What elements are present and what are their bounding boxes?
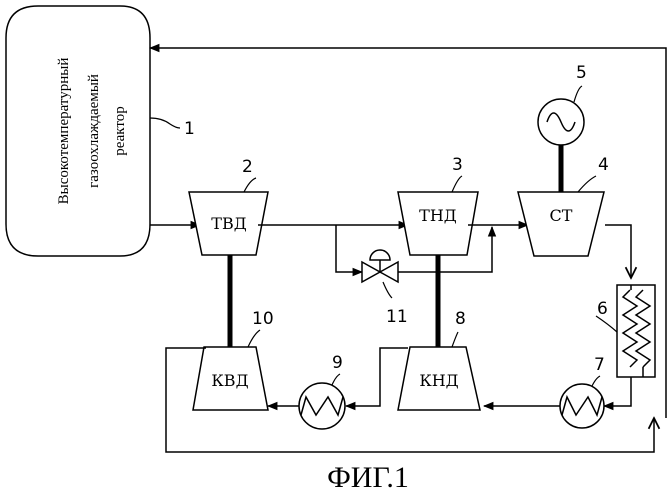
precooler [560,384,604,428]
lp-compressor-to-intercooler [346,348,408,406]
hp-compressor-label: КВД [211,371,248,390]
power-turbine-label: СТ [550,206,573,225]
lp-turbine-number: 3 [452,155,463,175]
precooler-number: 7 [594,355,605,375]
hp-turbine-number: 2 [242,157,253,177]
power-turbine-leader [578,176,596,192]
reactor-number: 1 [184,119,195,139]
hp-compressor-leader [248,330,260,347]
lp-compressor: КНД [398,347,480,410]
hp-turbine-label: ТВД [211,214,246,233]
lp-turbine-leader [452,176,462,192]
reactor-label-line-1: Высокотемпературный [56,58,72,205]
generator-number: 5 [576,63,587,83]
reactor-label-line-2: газоохлаждаемый [86,74,102,188]
reactor-label-line-3: реактор [112,106,128,155]
generator-leader [574,86,582,102]
recuperator [617,285,655,377]
generator [538,99,584,145]
recuperator-to-precooler [604,377,631,406]
figure-caption: ФИГ.1 [327,461,409,494]
hp-compressor-number: 10 [252,309,274,329]
reactor-leader [150,118,180,128]
intercooler-leader [332,374,340,385]
bypass-valve-number: 11 [386,307,408,327]
lp-compressor-number: 8 [455,309,466,329]
hp-turbine-leader [244,178,256,192]
precooler-leader [592,376,600,386]
power-turbine-to-recuperator [605,225,631,278]
intercooler-number: 9 [332,353,343,373]
bypass-line [336,225,362,272]
hp-compressor: КВД [193,347,268,410]
lp-turbine-label: ТНД [419,206,457,225]
power-turbine-number: 4 [598,155,609,175]
intercooler [299,383,345,429]
recuperator-number: 6 [597,299,608,319]
lp-compressor-leader [452,332,458,347]
lp-compressor-label: КНД [419,371,458,390]
lp-turbine: ТНД [398,192,478,255]
hp-turbine: ТВД [189,192,268,255]
bypass-valve-leader [383,282,392,298]
bypass-valve [362,250,398,282]
power-turbine: СТ [518,192,604,256]
reactor-vessel: Высокотемпературный газоохлаждаемый реак… [6,6,150,256]
